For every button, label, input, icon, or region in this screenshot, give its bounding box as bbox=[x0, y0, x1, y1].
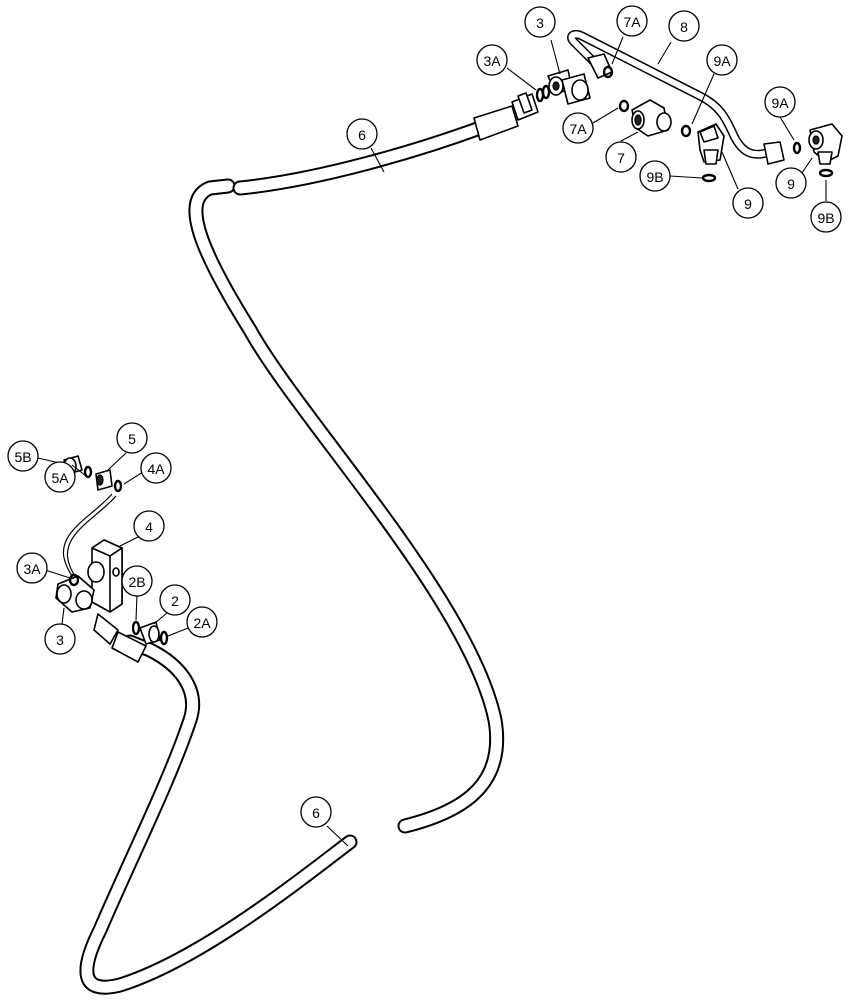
fitting-3-top bbox=[547, 69, 591, 105]
fitting-5 bbox=[95, 469, 113, 491]
callout-2a-label: 2A bbox=[193, 615, 211, 631]
hose-6-main bbox=[79, 92, 539, 995]
callout-4: 4 bbox=[133, 510, 165, 542]
callout-9a-right-label: 9A bbox=[771, 95, 789, 111]
block-4 bbox=[87, 539, 123, 613]
callout-3-top: 3 bbox=[524, 6, 556, 38]
callout-4a-label: 4A bbox=[147, 461, 165, 477]
oring-9b-mid bbox=[701, 173, 717, 183]
oring-4a bbox=[113, 479, 123, 493]
callout-7a-mid-label: 7A bbox=[569, 121, 587, 137]
oring-7a-mid bbox=[618, 99, 630, 113]
callout-3-left-label: 3 bbox=[56, 632, 64, 648]
oring-9b-right bbox=[818, 168, 834, 178]
callout-3a-top-label: 3A bbox=[483, 53, 501, 69]
oring-9a-right bbox=[792, 141, 802, 155]
fitting-2 bbox=[139, 621, 161, 645]
fitting-3-left bbox=[55, 575, 95, 613]
callout-7a-top-label: 7A bbox=[623, 14, 641, 30]
callout-6-top-label: 6 bbox=[358, 127, 366, 143]
fitting-7 bbox=[631, 99, 672, 137]
callout-9a-mid-label: 9A bbox=[713, 53, 731, 69]
callout-7: 7 bbox=[605, 141, 637, 173]
callout-7-label: 7 bbox=[617, 150, 625, 166]
callout-5a: 5A bbox=[44, 461, 76, 493]
callout-9b-mid-label: 9B bbox=[646, 169, 663, 185]
callout-5a-label: 5A bbox=[51, 470, 69, 486]
callout-6-bottom-label: 6 bbox=[312, 805, 320, 821]
callout-9-right: 9 bbox=[775, 167, 807, 199]
callout-5b: 5B bbox=[7, 440, 39, 472]
fitting-9-mid bbox=[697, 123, 725, 165]
thin-line-5-to-4 bbox=[62, 493, 117, 579]
oring-2a bbox=[159, 630, 169, 646]
callout-5: 5 bbox=[116, 422, 148, 454]
callout-8-label: 8 bbox=[680, 19, 688, 35]
oring-9a-mid bbox=[680, 124, 692, 138]
callout-7a-top: 7A bbox=[616, 5, 648, 37]
callout-9b-mid: 9B bbox=[639, 160, 671, 192]
callout-3-left: 3 bbox=[44, 623, 76, 655]
callout-2b: 2B bbox=[121, 565, 153, 597]
callout-9b-right-label: 9B bbox=[817, 210, 834, 226]
fitting-9-right bbox=[808, 123, 843, 165]
callout-9a-right: 9A bbox=[764, 86, 796, 118]
callout-2: 2 bbox=[159, 584, 191, 616]
callout-2-label: 2 bbox=[171, 593, 179, 609]
oring-3a-left bbox=[68, 573, 80, 587]
callout-8: 8 bbox=[668, 10, 700, 42]
oring-3a-top bbox=[535, 84, 551, 103]
callout-9-mid-label: 9 bbox=[744, 196, 752, 212]
callout-2a: 2A bbox=[186, 606, 218, 638]
callout-3a-left: 3A bbox=[16, 552, 48, 584]
callout-6-top: 6 bbox=[346, 118, 378, 150]
callout-3-top-label: 3 bbox=[536, 15, 544, 31]
callout-4a: 4A bbox=[140, 452, 172, 484]
oring-7a-top bbox=[602, 65, 614, 79]
callout-9-mid: 9 bbox=[732, 187, 764, 219]
callout-3a-left-label: 3A bbox=[23, 561, 41, 577]
oring-2b bbox=[131, 620, 141, 636]
callout-5-label: 5 bbox=[128, 431, 136, 447]
callout-4-label: 4 bbox=[145, 519, 153, 535]
oring-5a bbox=[83, 465, 93, 479]
tube-8 bbox=[567, 29, 785, 165]
callout-3a-top: 3A bbox=[476, 44, 508, 76]
callout-6-bottom: 6 bbox=[300, 796, 332, 828]
callout-7a-mid: 7A bbox=[562, 112, 594, 144]
callout-2b-label: 2B bbox=[128, 574, 145, 590]
callout-5b-label: 5B bbox=[14, 449, 31, 465]
callout-9-right-label: 9 bbox=[787, 176, 795, 192]
callout-9a-mid: 9A bbox=[706, 44, 738, 76]
callout-9b-right: 9B bbox=[810, 201, 842, 233]
